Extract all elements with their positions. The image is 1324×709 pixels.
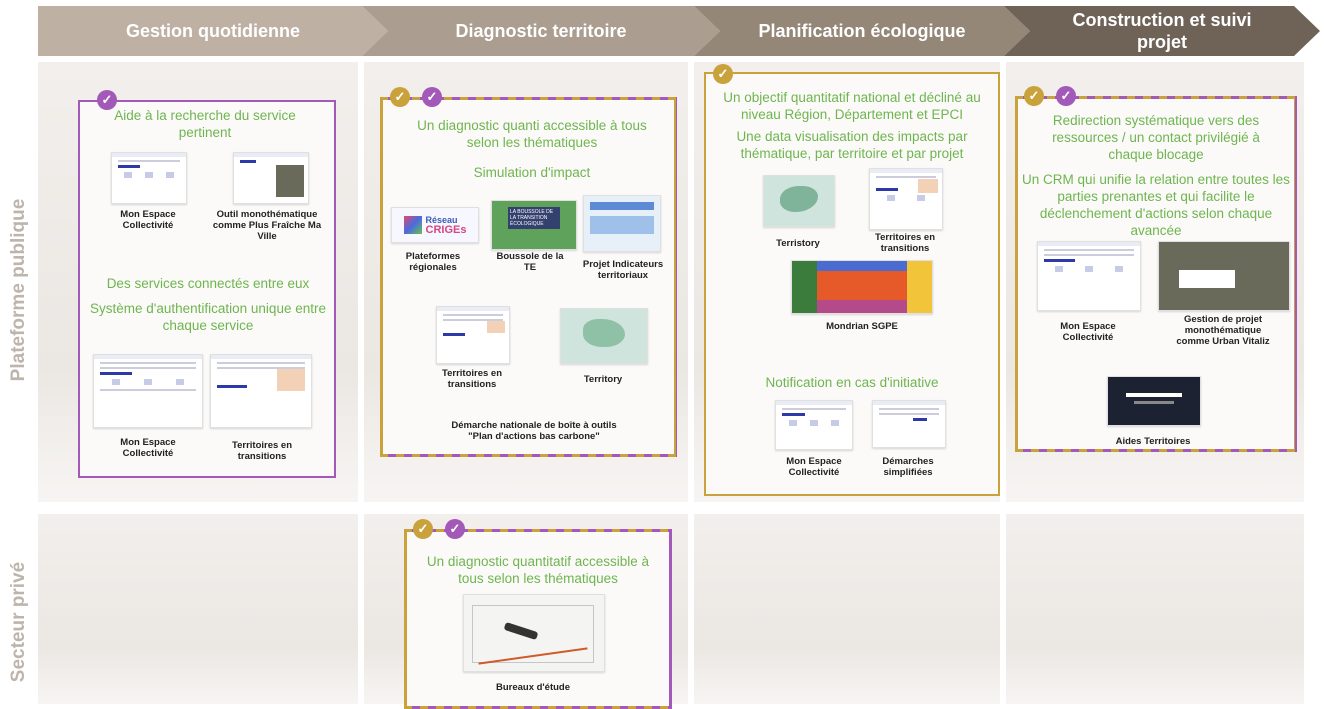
criges-logo-icon: [403, 216, 422, 234]
check-icon: ✓: [422, 87, 442, 107]
thumb-mon-espace: [775, 400, 853, 450]
thumb-boussole: LA BOUSSOLE DE LA TRANSITION ÉCOLOGIQUE: [491, 200, 577, 250]
thumb-territoires-transitions: [436, 306, 510, 364]
header-diagnostic-territoire: Diagnostic territoire: [362, 6, 720, 56]
boussole-logo-text: LA BOUSSOLE DE LA TRANSITION ÉCOLOGIQUE: [508, 207, 560, 229]
col3-title-2: Une data visualisation des impacts par t…: [736, 129, 968, 161]
header-planification-ecologique: Planification écologique: [694, 6, 1030, 56]
col1-mid-text-2: Système d'authentification unique entre …: [90, 301, 326, 333]
thumb-territory: [560, 308, 648, 364]
check-icon: ✓: [445, 519, 465, 539]
col2-sub: Simulation d'impact: [473, 165, 591, 180]
thumb-territoires-transitions: [210, 354, 312, 428]
check-icon: ✓: [1024, 86, 1044, 106]
thumb-terristory: [763, 175, 835, 227]
caption: Plateformes régionales: [405, 251, 461, 273]
check-icon: ✓: [1056, 86, 1076, 106]
caption: Projet Indicateurs territoriaux: [582, 259, 664, 281]
header-construction-suivi-projet: Construction et suivi projet: [1004, 6, 1320, 56]
caption: Territoires en transitions: [874, 232, 935, 254]
cell-prive-col1: [38, 514, 358, 704]
col2-frame: [380, 97, 677, 457]
col3-notif: Notification en cas d'initiative: [765, 375, 939, 390]
thumb-mondrian: [791, 260, 933, 314]
row-label-secteur-prive: Secteur privé: [8, 561, 29, 683]
check-icon: ✓: [713, 64, 733, 84]
caption: Gestion de projet monothématique comme U…: [1176, 314, 1270, 347]
col3-title-1: Un objectif quantitatif national et décl…: [723, 90, 981, 122]
thumb-aides-territoires: [1107, 376, 1201, 426]
caption: Boussole de la TE: [496, 251, 564, 273]
caption: Terristory: [776, 238, 820, 249]
thumb-plus-fraiche: [233, 152, 309, 204]
cell-prive-col4: [1006, 514, 1304, 704]
thumb-mon-espace: [111, 152, 187, 204]
thumb-mon-espace: [1037, 241, 1141, 311]
col2-title: Un diagnostic quanti accessible à tous s…: [417, 118, 647, 150]
caption: Mon Espace Collectivité: [120, 437, 176, 459]
caption: Mondrian SGPE: [826, 321, 898, 332]
caption: Mon Espace Collectivité: [1060, 321, 1116, 343]
criges-logo-word2: CRIGEs: [425, 224, 467, 236]
header-label: Gestion quotidienne: [126, 21, 300, 41]
header-label: Diagnostic territoire: [455, 21, 627, 41]
col1-title: Aide à la recherche du service pertinent: [114, 108, 296, 140]
thumb-mon-espace: [93, 354, 203, 428]
header-label: Construction et suivi projet: [1072, 10, 1252, 52]
col1-mid-text-1: Des services connectés entre eux: [106, 276, 310, 291]
check-icon: ✓: [97, 90, 117, 110]
col4-title-1: Redirection systématique vers des ressou…: [1052, 113, 1260, 162]
caption: Mon Espace Collectivité: [786, 456, 842, 478]
check-icon: ✓: [390, 87, 410, 107]
col2-footer: Démarche nationale de boîte à outils "Pl…: [451, 420, 617, 442]
header-label: Planification écologique: [758, 21, 966, 41]
thumb-urban-vitaliz: [1158, 241, 1290, 311]
caption: Territory: [583, 374, 623, 385]
caption: Territoires en transitions: [231, 440, 292, 462]
caption: Démarches simplifiées: [882, 456, 934, 478]
thumb-bureaux-etude: [463, 594, 605, 672]
caption: Bureaux d'étude: [495, 682, 571, 693]
cell-prive-col3: [694, 514, 1000, 704]
col4-title-2: Un CRM qui unifie la relation entre tout…: [1022, 172, 1290, 238]
caption: Mon Espace Collectivité: [120, 209, 176, 231]
caption: Outil monothématique comme Plus Fraîche …: [212, 209, 322, 242]
criges-logo-word1: Réseau: [425, 215, 458, 225]
thumb-territoires-transitions: [869, 168, 943, 230]
header-gestion-quotidienne: Gestion quotidienne: [38, 6, 388, 56]
prive-title: Un diagnostic quantitatif accessible à t…: [426, 554, 650, 586]
thumb-indicateurs: [583, 195, 661, 252]
caption: Aides Territoires: [1115, 436, 1191, 447]
thumb-demarches-simplifiees: [872, 400, 946, 448]
caption: Territoires en transitions: [441, 368, 502, 390]
row-label-plateforme-publique: Plateforme publique: [8, 198, 29, 382]
check-icon: ✓: [413, 519, 433, 539]
